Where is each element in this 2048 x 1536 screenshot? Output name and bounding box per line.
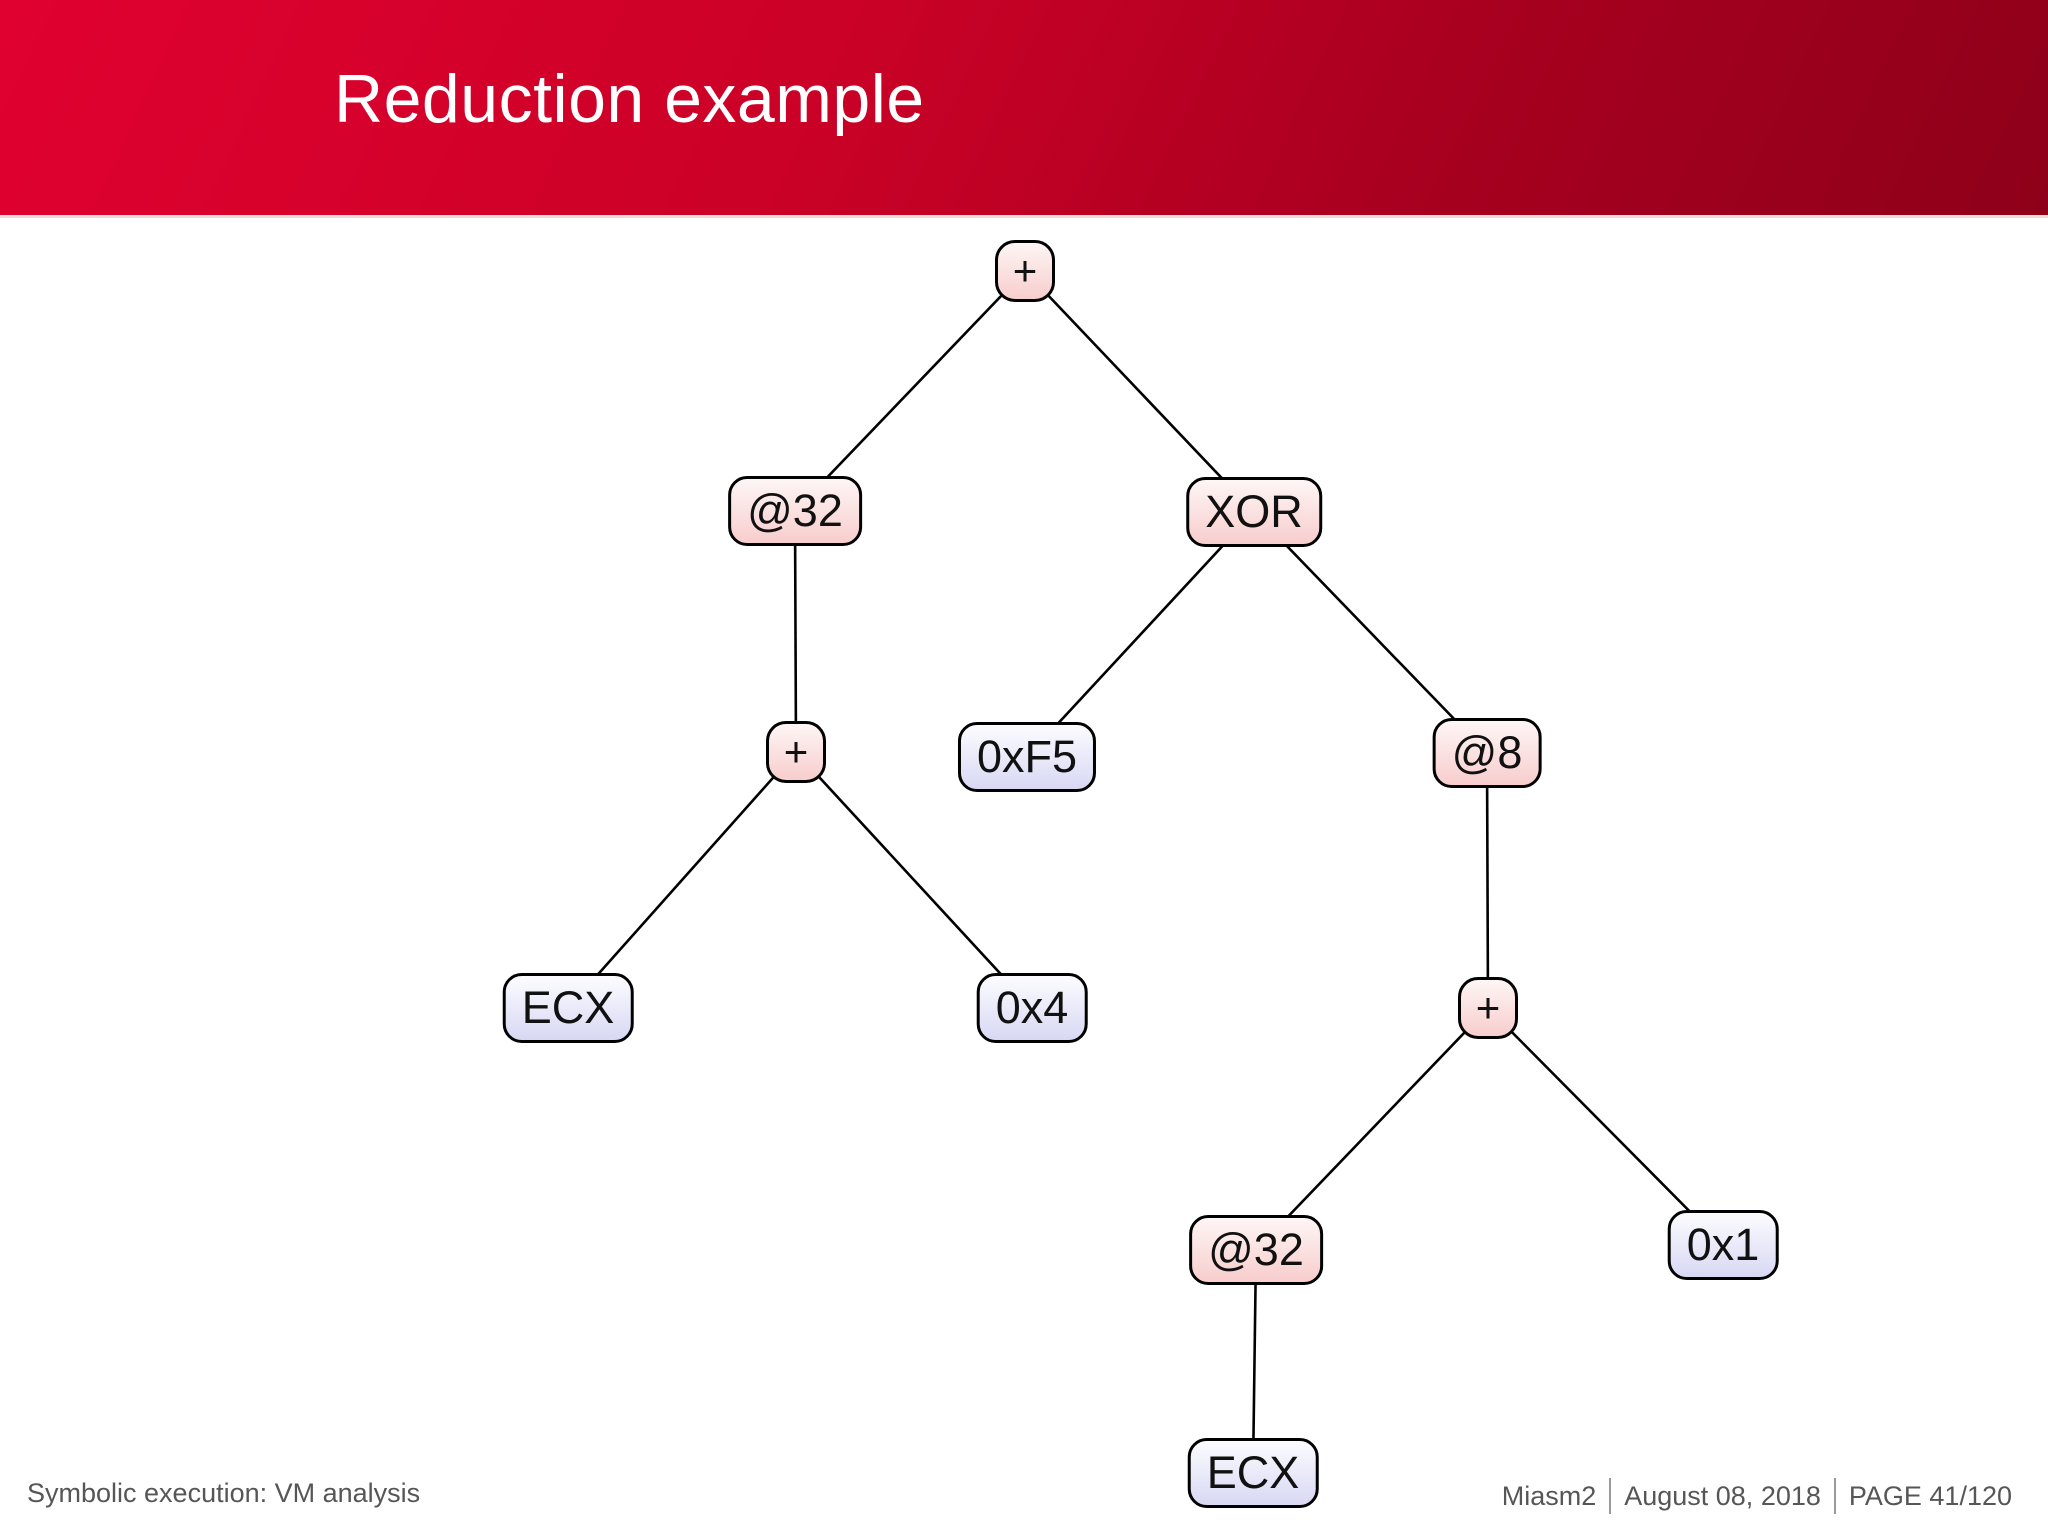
tree-node-at32-left: @32 <box>728 476 862 546</box>
tree-node-xor: XOR <box>1186 477 1322 547</box>
tree-node-plus-root: + <box>995 240 1055 302</box>
tree-edge-xor-at8 <box>1253 511 1488 754</box>
tree-node-plus-left: + <box>766 721 826 783</box>
tree-edge-plus-left-ecx-left <box>567 751 797 1009</box>
tree-edge-plus-right-const-0x1 <box>1487 1007 1724 1246</box>
footer-meta: Miasm2 August 08, 2018 PAGE 41/120 <box>1502 1478 2012 1514</box>
tree-edge-at8-plus-right <box>1485 752 1490 1009</box>
tree-node-const-0x4: 0x4 <box>976 973 1088 1043</box>
header-band: Reduction example <box>0 0 2048 218</box>
footer-separator <box>1609 1478 1612 1514</box>
tree-edge-plus-left-const-0x4 <box>795 751 1033 1009</box>
tree-node-at32-right: @32 <box>1189 1215 1323 1285</box>
tree-edge-plus-root-xor <box>1024 270 1255 513</box>
tree-edge-plus-root-at32-left <box>794 270 1026 512</box>
tree-edge-xor-const-0xF5 <box>1026 511 1255 758</box>
footer-meta-item: PAGE 41/120 <box>1848 1480 2012 1511</box>
tree-node-at8: @8 <box>1432 718 1542 788</box>
tree-edge-at32-right-ecx-bottom <box>1251 1249 1258 1474</box>
footer-meta-item: Miasm2 <box>1501 1480 1597 1511</box>
tree-node-plus-right: + <box>1458 977 1518 1039</box>
tree-edge-plus-right-at32-right <box>1255 1007 1489 1251</box>
footer-subtitle: Symbolic execution: VM analysis <box>27 1478 421 1508</box>
footer-meta-item: August 08, 2018 <box>1624 1480 1821 1511</box>
tree-edge-at32-left-plus-left <box>793 510 798 753</box>
tree-node-ecx-bottom: ECX <box>1187 1438 1319 1508</box>
tree-node-const-0x1: 0x1 <box>1667 1210 1779 1280</box>
slide-title: Reduction example <box>334 61 925 137</box>
footer-separator <box>1833 1478 1836 1514</box>
tree-node-ecx-left: ECX <box>502 973 634 1043</box>
tree-node-const-0xF5: 0xF5 <box>957 722 1097 792</box>
